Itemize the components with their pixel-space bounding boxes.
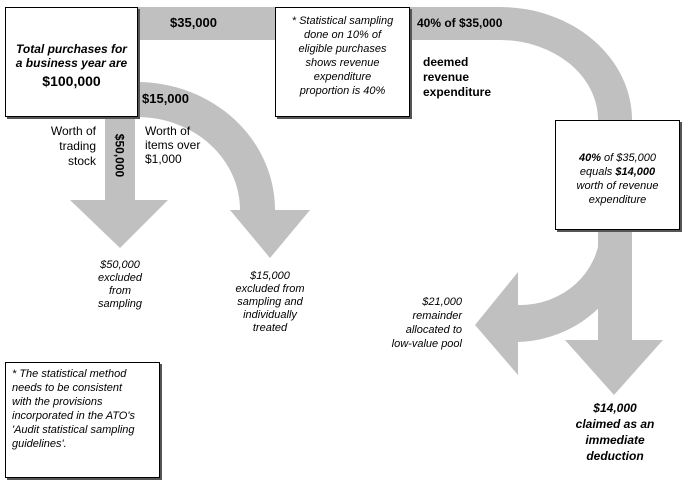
trading-stock-arrow: [70, 117, 168, 248]
items-out2: excluded from: [235, 283, 305, 295]
sampling-box: * Statistical sampling done on 10% of el…: [275, 7, 410, 117]
top-flow-amount: $35,000: [170, 15, 217, 30]
sampling-l3: eligible purchases: [298, 43, 387, 55]
trading-l3: stock: [67, 154, 96, 168]
trading-out4: sampling: [97, 298, 143, 310]
items-out3: sampling and: [237, 296, 303, 308]
sampling-l1: * Statistical sampling: [291, 15, 394, 27]
deemed-l2: revenue: [423, 70, 470, 84]
top-flow-arrow: [137, 7, 632, 120]
total-line2: a business year are: [15, 56, 128, 70]
items-out4: individually: [243, 309, 297, 321]
remainder-l4: low-value pool: [391, 338, 462, 350]
items-l2: items over: [145, 138, 201, 152]
trading-out2: excluded: [97, 272, 143, 284]
items-over-arrow: [137, 82, 310, 258]
result-l4: expenditure: [588, 194, 647, 206]
result-of: of $35,000: [600, 152, 657, 164]
note-l4: incorporated in the ATO's: [12, 410, 135, 422]
result-pct: 40%: [578, 152, 601, 164]
trading-out3: from: [109, 285, 131, 297]
trading-amount: $50,000: [112, 133, 127, 178]
trading-out1: $50,000: [100, 259, 140, 271]
note-l6: guidelines'.: [12, 438, 67, 450]
deduction-l1: $14,000: [593, 401, 637, 415]
trading-l2: trading: [59, 139, 96, 153]
total-amount: $100,000: [42, 73, 101, 89]
sampling-l2: done on 10% of: [303, 29, 382, 41]
total-purchases-box: Total purchases for a business year are …: [5, 7, 138, 117]
sampling-l6: proportion is 40%: [299, 85, 386, 97]
result-box: 40% of $35,000 equals $14,000 worth of r…: [555, 120, 680, 230]
result-l3: worth of revenue: [576, 180, 659, 192]
deemed-l3: expenditure: [423, 85, 492, 99]
remainder-arrow: [475, 230, 632, 375]
items-out1: $15,000: [250, 270, 290, 282]
items-l1: Worth of: [145, 124, 191, 138]
items-out5: treated: [252, 322, 288, 334]
deduction-l2: claimed as an: [575, 417, 655, 431]
remainder-l2: remainder: [412, 310, 462, 322]
sampling-l4: shows revenue: [305, 57, 380, 69]
sampling-l5: expenditure: [313, 71, 372, 83]
deduction-arrow: [565, 230, 663, 395]
note-l1: * The statistical method: [12, 368, 127, 380]
note-l3: with the provisions: [12, 396, 103, 408]
deduction-l3: immediate: [585, 433, 645, 447]
note-l2: needs to be consistent: [12, 382, 123, 394]
deduction-l4: deduction: [586, 449, 644, 463]
note-box: * The statistical method needs to be con…: [5, 362, 160, 478]
top-flow-result: 40% of $35,000: [417, 16, 503, 30]
note-l5: 'Audit statistical sampling: [12, 424, 135, 436]
items-amount: $15,000: [142, 91, 189, 106]
items-l3: $1,000: [145, 152, 182, 166]
total-line1: Total purchases for: [16, 42, 127, 56]
deemed-l1: deemed: [423, 55, 469, 69]
trading-l1: Worth of: [50, 124, 96, 138]
result-equals: equals: [579, 166, 616, 178]
remainder-l1: $21,000: [422, 296, 462, 308]
remainder-l3: allocated to: [405, 324, 462, 336]
result-amount: $14,000: [615, 166, 656, 178]
